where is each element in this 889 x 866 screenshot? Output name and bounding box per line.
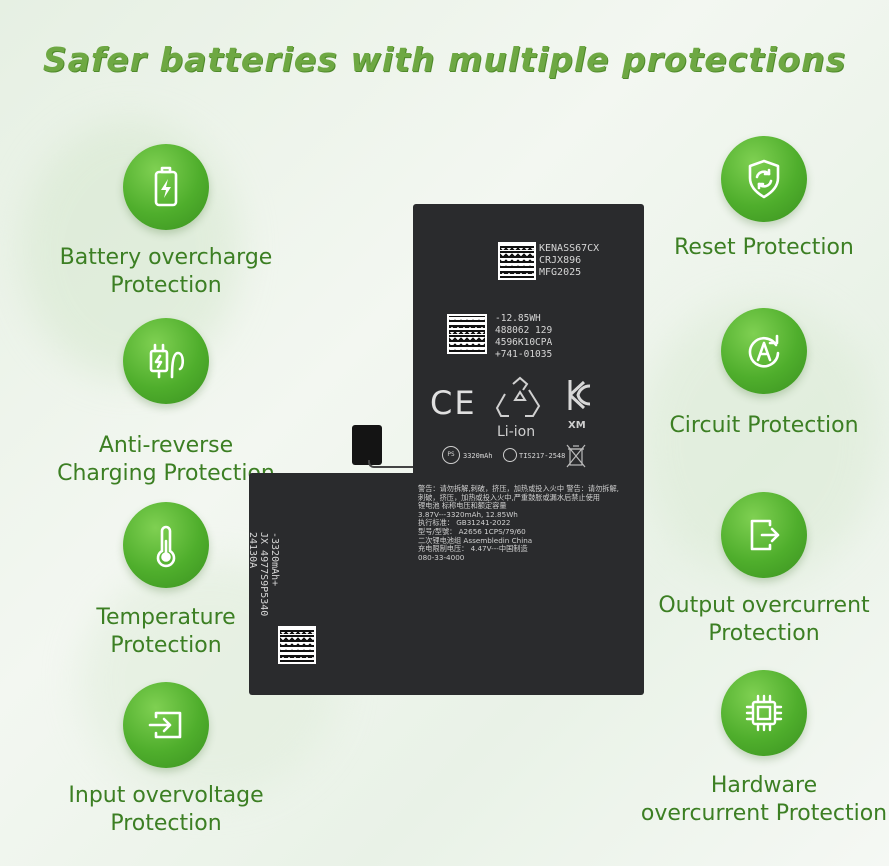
battery-label-1: KENASS67CX CRJX896 MFG2025 [539, 243, 599, 279]
recycle-icon [495, 376, 541, 417]
battery-flex-cable [368, 460, 418, 468]
qr-code [447, 314, 487, 354]
feature-anti-reverse: Anti-reverse Charging Protection [38, 318, 294, 488]
input-icon [148, 711, 182, 739]
page-title: Safer batteries with multiple protection… [42, 40, 847, 79]
warning-line: 二次锂电池组 Assembledin China [418, 535, 533, 545]
feature-icon-circle [123, 502, 209, 588]
plug-icon [149, 343, 185, 379]
battery-text: 4596K10CPA [495, 337, 553, 348]
warning-line: 充电限制电压： 4.47V---中国制造 [418, 544, 528, 554]
feature-icon-circle [721, 136, 807, 222]
battery-text: 488062 129 [495, 325, 553, 336]
feature-icon-circle [721, 492, 807, 578]
feature-label-line2: overcurrent Protection [640, 801, 888, 826]
tis-mark-icon [503, 448, 517, 462]
warning-line: 警告：请勿拆解,刺破，挤压，加热或投入火中 警告：请勿拆解, [418, 484, 619, 493]
side-line: 24130A [247, 532, 258, 569]
feature-label-line1: Battery overcharge [59, 245, 273, 270]
feature-battery-overcharge: Battery overcharge Protection [40, 144, 292, 300]
feature-label-line1: Reset Protection [674, 235, 854, 260]
feature-label-line2: Protection [110, 811, 222, 836]
li-ion-label: Li-ion [497, 424, 536, 440]
battery-text: +741-01035 [495, 349, 553, 360]
capacity-mark: 3320mAh [463, 452, 493, 460]
feature-icon-circle [721, 308, 807, 394]
feature-reset-protection: Reset Protection [655, 136, 873, 262]
feature-label-line1: Input overvoltage [68, 783, 264, 808]
battery-bolt-icon [154, 166, 178, 207]
qr-code [278, 626, 316, 664]
circuit-a-icon [748, 334, 780, 368]
battery-text: MFG2025 [539, 267, 582, 278]
feature-label-line2: Protection [708, 621, 820, 646]
xm-mark: XM [568, 420, 586, 431]
warning-line: 3.87V---3320mAh, 12.85Wh [418, 509, 518, 519]
battery-text: CRJX896 [539, 255, 582, 266]
warning-line: 执行标准： GB31241-2022 [418, 518, 511, 528]
feature-label-line1: Anti-reverse [98, 433, 234, 458]
feature-input-overvoltage: Input overvoltage Protection [40, 682, 292, 838]
side-line: -3320mAh+ [269, 532, 280, 587]
tis-mark: TIS217-2548 [519, 452, 566, 460]
feature-hardware-overcurrent: Hardware overcurrent Protection [640, 670, 888, 828]
chip-icon [745, 694, 783, 732]
battery-connector [352, 425, 382, 465]
bin-crossed-icon [566, 444, 586, 468]
battery-side-text: -3320mAh+ JX 4977S9P5340 24130A [247, 532, 280, 616]
ce-mark: CE [430, 384, 477, 422]
kc-mark-icon [568, 380, 591, 410]
feature-icon-circle [123, 144, 209, 230]
feature-label-line2: Protection [110, 273, 222, 298]
battery-warning-text: 警告：请勿拆解,刺破，挤压，加热或投入火中 警告：请勿拆解, 刺破，挤压，加热或… [418, 484, 619, 562]
feature-icon-circle [721, 670, 807, 756]
warning-line: 刺破，挤压，加热或投入火中,严重鼓胀或漏水后禁止使用 [418, 492, 600, 502]
feature-label-line2: Charging Protection [57, 461, 275, 486]
feature-temperature: Temperature Protection [40, 502, 292, 660]
feature-label-line1: Circuit Protection [669, 413, 859, 438]
feature-icon-circle [123, 318, 209, 404]
feature-icon-circle [123, 682, 209, 768]
ps-mark: PS [442, 446, 460, 464]
side-line: JX 4977S9P5340 [258, 532, 269, 617]
battery-text: KENASS67CX [539, 243, 600, 254]
qr-code [498, 242, 536, 280]
warning-line: 锂电池 标称电压和额定容量 [418, 501, 507, 511]
feature-label-line1: Temperature [96, 605, 236, 630]
thermometer-icon [156, 525, 176, 568]
shield-refresh-icon [748, 159, 780, 199]
feature-label-line1: Output overcurrent [658, 593, 870, 618]
output-icon [750, 519, 780, 551]
feature-output-overcurrent: Output overcurrent Protection [645, 492, 883, 648]
warning-line: 型号/型號： A2656 1CPS/79/60 [418, 526, 526, 536]
battery-text: -12.85WH [495, 313, 541, 324]
feature-label-line1: Hardware [710, 773, 818, 798]
feature-label-line2: Protection [110, 633, 222, 658]
battery-label-2: -12.85WH 488062 129 4596K10CPA +741-0103… [495, 313, 552, 361]
warning-line: 080-33-4000 [418, 552, 465, 562]
feature-circuit-protection: Circuit Protection [655, 308, 873, 440]
